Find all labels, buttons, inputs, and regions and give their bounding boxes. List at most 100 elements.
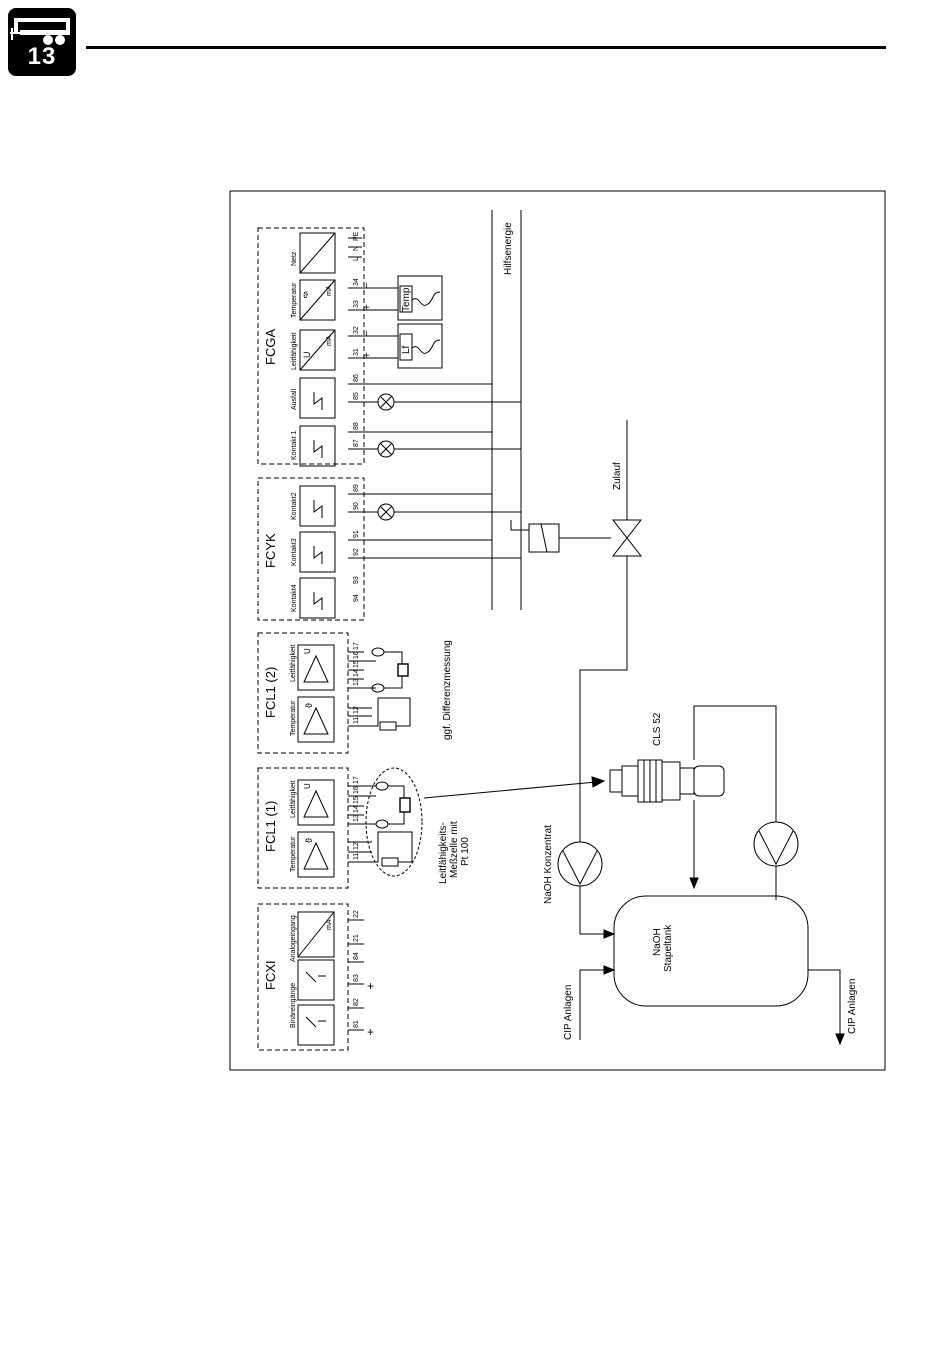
terminal-number: 17 — [353, 776, 360, 784]
channel-symbol: ϑ — [303, 290, 308, 300]
terminal-number: 16 — [353, 651, 360, 659]
terminal-number: 15 — [353, 796, 360, 804]
polarity-sign: + — [367, 1025, 374, 1039]
fcl1-2-leitfaehigkeit-box — [297, 644, 335, 691]
terminal-number: 92 — [353, 548, 360, 556]
fcl1-2-title: FCL1 (2) — [263, 667, 278, 718]
fcxi-analog-box — [297, 911, 335, 958]
terminal-number: N — [353, 246, 360, 251]
cip-in-label: CIP Anlagen — [563, 985, 574, 1040]
terminal-number: 31 — [353, 348, 360, 356]
fcl1-1-box — [257, 767, 349, 889]
fcga-netz-box — [299, 232, 336, 274]
terminal-number: 22 — [353, 910, 360, 918]
terminal-number: 88 — [353, 422, 360, 430]
terminal-number: 11 — [353, 717, 360, 724]
fcga-leitfaehigkeit-box — [299, 329, 336, 371]
fcga-box — [257, 227, 365, 465]
fcga-channel-label: Leitfähigkeit — [291, 333, 298, 370]
polarity-sign: − — [362, 330, 373, 336]
terminal-number: 17 — [353, 642, 360, 650]
terminal-number: 94 — [353, 594, 360, 602]
terminal-number: 83 — [353, 974, 360, 982]
fcga-title: FCGA — [263, 329, 278, 365]
naoh-tank — [613, 895, 809, 1007]
unit-label: mA — [326, 285, 333, 296]
fcyk-channel-label: Kontakt3 — [291, 538, 298, 566]
terminal-number: PE — [353, 231, 360, 241]
unit-label: mA — [326, 335, 333, 346]
diagram-frame — [229, 190, 886, 1071]
hilfsenergie-label: Hilfsenergie — [503, 222, 514, 275]
polarity-sign: + — [367, 979, 374, 993]
terminal-number: 13 — [353, 678, 360, 686]
fcyk-box — [257, 477, 365, 621]
fcga-channel-label: Temperatur — [291, 282, 298, 318]
channel-symbol: ϑ — [304, 703, 314, 708]
fcga-channel-label: Netz — [291, 251, 298, 266]
fcxi-channel-label: Binäreingänge — [290, 983, 297, 1028]
channel-symbol: U — [303, 783, 312, 789]
fcxi-binaer1-box — [297, 959, 335, 1001]
terminal-number: 82 — [353, 998, 360, 1006]
lf-sensor-box — [397, 323, 443, 369]
measuring-cell-label: Pt 100 — [460, 837, 471, 866]
fcyk-channel-label: Kontakt4 — [291, 584, 298, 612]
trailer-icon — [10, 18, 70, 45]
measuring-cell-outline — [365, 767, 423, 877]
tank-label: NaOH — [652, 928, 663, 956]
fcl1-1-temperatur-box — [297, 831, 335, 878]
temp-sensor-box — [397, 275, 443, 321]
fcxi-binaer2-box — [297, 1004, 335, 1046]
terminal-number: 15 — [353, 660, 360, 668]
fcga-ausfall-box — [299, 377, 336, 419]
terminal-number: 89 — [353, 484, 360, 492]
naoh-konzentrat-label: NaOH Konzentrat — [543, 825, 554, 904]
fcl1-1-channel-label: Temperatur — [290, 836, 297, 872]
fcga-kontakt1-box — [299, 425, 336, 467]
terminal-number: 16 — [353, 786, 360, 794]
cls52-label: CLS 52 — [652, 712, 663, 746]
terminal-number: 12 — [353, 706, 360, 714]
fcl1-2-box — [257, 632, 349, 754]
terminal-number: 91 — [353, 530, 360, 538]
pump-icon — [557, 841, 603, 887]
header-rule — [86, 46, 886, 49]
terminal-number: 93 — [353, 576, 360, 584]
fcl1-2-temperatur-box — [297, 696, 335, 743]
terminal-number: 34 — [353, 278, 360, 286]
terminal-number: 14 — [353, 805, 360, 813]
temp-sensor-label: Temp. — [401, 285, 412, 312]
unit-label: mA — [326, 919, 333, 930]
lamp-icon — [377, 440, 395, 458]
fcyk-channel-label: Kontakt2 — [291, 492, 298, 520]
channel-symbol: ϑ — [304, 838, 314, 843]
fcxi-box — [257, 903, 349, 1051]
chapter-badge: 13 — [8, 8, 76, 76]
terminal-number: 33 — [353, 300, 360, 308]
terminal-number: 12 — [353, 842, 360, 850]
chapter-number: 13 — [27, 43, 57, 70]
fcga-channel-label: Kontakt 1 — [291, 430, 298, 460]
fcl1-1-channel-label: Leitfähigkeit — [290, 781, 297, 818]
terminal-number: 90 — [353, 502, 360, 510]
terminal-number: 11 — [353, 853, 360, 860]
fcxi-channel-label: Analogeingang — [290, 915, 297, 962]
polarity-sign: + — [362, 304, 373, 310]
terminal-number: L — [353, 257, 360, 261]
fcxi-title: FCXI — [263, 960, 278, 990]
fcga-channel-label: Ausfall — [291, 389, 298, 410]
lf-sensor-label: Lf — [401, 345, 412, 354]
terminal-number: 86 — [353, 374, 360, 382]
terminal-number: 14 — [353, 669, 360, 677]
terminal-number: 85 — [353, 392, 360, 400]
fcl1-2-channel-label: Temperatur — [290, 700, 297, 736]
fcl1-2-channel-label: Leitfähigkeit — [290, 645, 297, 682]
terminal-number: 81 — [353, 1020, 360, 1028]
terminal-number: 21 — [353, 934, 360, 942]
fcga-temperatur-box — [299, 279, 336, 321]
channel-symbol: U — [302, 352, 312, 359]
lamp-icon — [377, 503, 395, 521]
fcyk-kontakt4-box — [299, 577, 336, 619]
